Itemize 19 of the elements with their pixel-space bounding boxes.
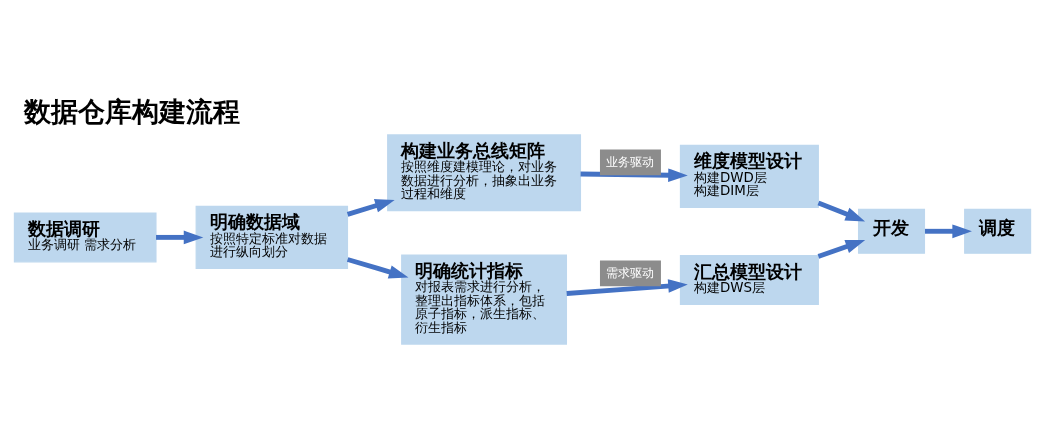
node-box: 维度模型设计 构建DWD层 构建DIM层 (679, 144, 819, 208)
node-box: 明确统计指标 对报表需求进行分析，整理出指标体系，包括原子指标，派生指标、衍生指标 (401, 253, 567, 345)
arrow (566, 278, 688, 296)
diagram-title: 数据仓库构建流程 (24, 95, 241, 127)
arrow (156, 230, 204, 244)
node-box: 明确数据域 按照特定标准对数据进行纵向划分 (195, 205, 349, 269)
node-box: 数据调研 业务调研 需求分析 (13, 211, 157, 262)
node-box: 调度 (964, 208, 1032, 254)
node-box: 汇总模型设计 构建DWS层 (679, 254, 819, 305)
arrow (346, 256, 409, 279)
arrow (817, 239, 866, 259)
node-box: 开发 (857, 208, 926, 254)
arrow (924, 223, 972, 238)
arrow (346, 198, 395, 217)
node-box: 构建业务总线矩阵 按照维度建模理论，对业务数据进行分析，抽象出业务过程和维度 (387, 133, 582, 211)
edge-label: 业务驱动 (606, 154, 655, 169)
arrow (580, 167, 688, 182)
edge-label: 需求驱动 (606, 265, 655, 280)
arrow (817, 200, 866, 221)
